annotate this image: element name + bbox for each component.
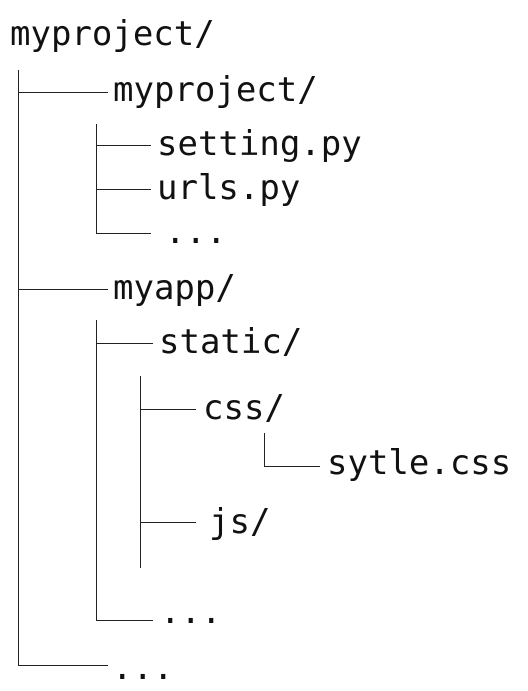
root-ellipsis-branch-line	[18, 665, 108, 666]
js-branch-line	[140, 522, 196, 523]
app-vertical-line	[96, 320, 97, 621]
static-vertical-line	[140, 376, 141, 568]
setting-branch-line	[96, 145, 151, 146]
app-folder-label: myapp/	[113, 268, 236, 308]
style-file-label: sytle.css	[327, 443, 512, 483]
style-branch-line	[264, 466, 320, 467]
project-ellipsis-label: ...	[165, 212, 227, 252]
app-ellipsis-label: ...	[160, 592, 222, 632]
static-folder-label: static/	[159, 322, 303, 362]
urls-file-label: urls.py	[157, 168, 301, 208]
setting-file-label: setting.py	[157, 124, 362, 164]
project-vertical-line	[96, 124, 97, 234]
project-branch-line	[18, 92, 108, 93]
project-ellipsis-branch-line	[96, 233, 151, 234]
root-folder-label: myproject/	[10, 14, 215, 54]
root-vertical-line	[18, 70, 19, 666]
css-vertical-line	[264, 433, 265, 467]
css-folder-label: css/	[203, 388, 285, 428]
static-branch-line	[96, 343, 153, 344]
js-folder-label: js/	[209, 502, 271, 542]
root-ellipsis-label: ...	[112, 648, 174, 688]
css-branch-line	[140, 409, 196, 410]
app-branch-line	[18, 289, 108, 290]
project-folder-label: myproject/	[113, 70, 318, 110]
app-ellipsis-branch-line	[96, 620, 153, 621]
urls-branch-line	[96, 189, 151, 190]
